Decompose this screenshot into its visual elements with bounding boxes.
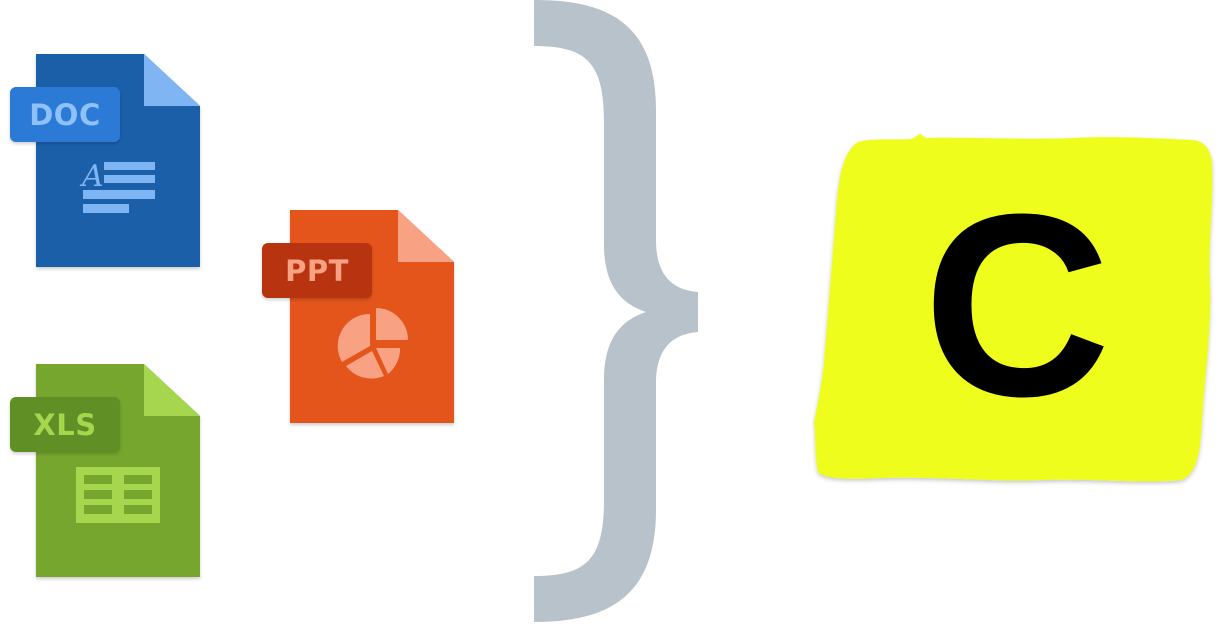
c-logo-icon: C [812,132,1216,486]
xls-file-icon: XLS [10,364,200,579]
svg-text:A: A [79,159,104,194]
xls-badge: XLS [10,397,120,452]
xls-label: XLS [33,407,97,442]
doc-file-icon: A DOC [10,54,200,269]
table-grid-icon [76,467,160,523]
c-logo-letter: C [923,161,1111,451]
doc-badge: DOC [10,87,120,142]
ppt-label: PPT [285,253,349,288]
ppt-badge: PPT [262,243,372,298]
curly-brace-icon [534,0,698,622]
ppt-file-icon: PPT [262,210,454,425]
doc-label: DOC [29,97,101,132]
text-lines-icon: A [79,159,155,213]
pie-chart-icon [337,308,408,379]
